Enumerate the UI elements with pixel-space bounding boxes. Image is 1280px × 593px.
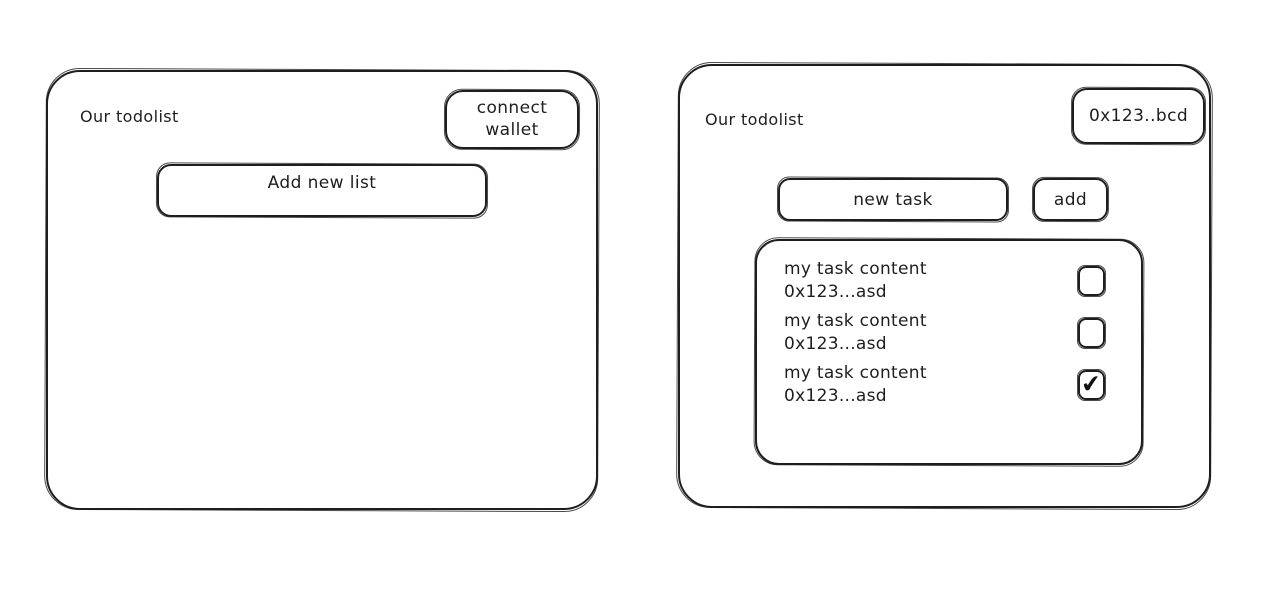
- task-checkbox[interactable]: ✔: [1078, 317, 1105, 348]
- connect-wallet-label-line1: connect: [476, 98, 548, 119]
- todolist-panel-disconnected: Our todolist connect wallet Add new list: [46, 70, 598, 510]
- add-task-button[interactable]: add: [1033, 178, 1108, 221]
- task-content: my task content: [784, 259, 927, 279]
- add-task-label: add: [1053, 189, 1088, 210]
- new-task-placeholder: new task: [853, 189, 933, 210]
- add-new-list-button[interactable]: Add new list: [157, 164, 487, 217]
- todolist-panel-connected: Our todolist 0x123..bcd new task add my …: [678, 64, 1211, 508]
- connect-wallet-button[interactable]: connect wallet: [445, 90, 579, 149]
- task-content: my task content: [784, 310, 927, 331]
- task-checkbox[interactable]: ✔: [1078, 265, 1105, 296]
- add-new-list-label: Add new list: [267, 173, 377, 193]
- task-address: 0x123...asd: [784, 385, 887, 406]
- new-task-input[interactable]: new task: [778, 178, 1008, 221]
- task-content: my task content: [784, 362, 927, 383]
- page-title: Our todolist: [80, 107, 179, 126]
- task-text: my task content 0x123...asd: [784, 258, 927, 304]
- task-checkbox[interactable]: ✔: [1078, 368, 1105, 400]
- wallet-address-button[interactable]: 0x123..bcd: [1072, 88, 1205, 144]
- task-text: my task content 0x123...asd: [784, 362, 927, 408]
- task-address: 0x123...asd: [784, 281, 887, 302]
- task-address: 0x123...asd: [784, 333, 887, 354]
- task-row: my task content 0x123...asd ✔: [784, 258, 1117, 304]
- task-row: my task content 0x123...asd ✔: [784, 310, 1117, 356]
- task-text: my task content 0x123...asd: [784, 310, 927, 356]
- task-list: my task content 0x123...asd ✔ my task co…: [755, 239, 1143, 465]
- check-icon: ✔: [1080, 368, 1103, 399]
- task-row: my task content 0x123...asd ✔: [784, 362, 1117, 408]
- connect-wallet-label-line2: wallet: [485, 119, 539, 140]
- page-title: Our todolist: [705, 110, 804, 129]
- wallet-address-label: 0x123..bcd: [1088, 106, 1189, 126]
